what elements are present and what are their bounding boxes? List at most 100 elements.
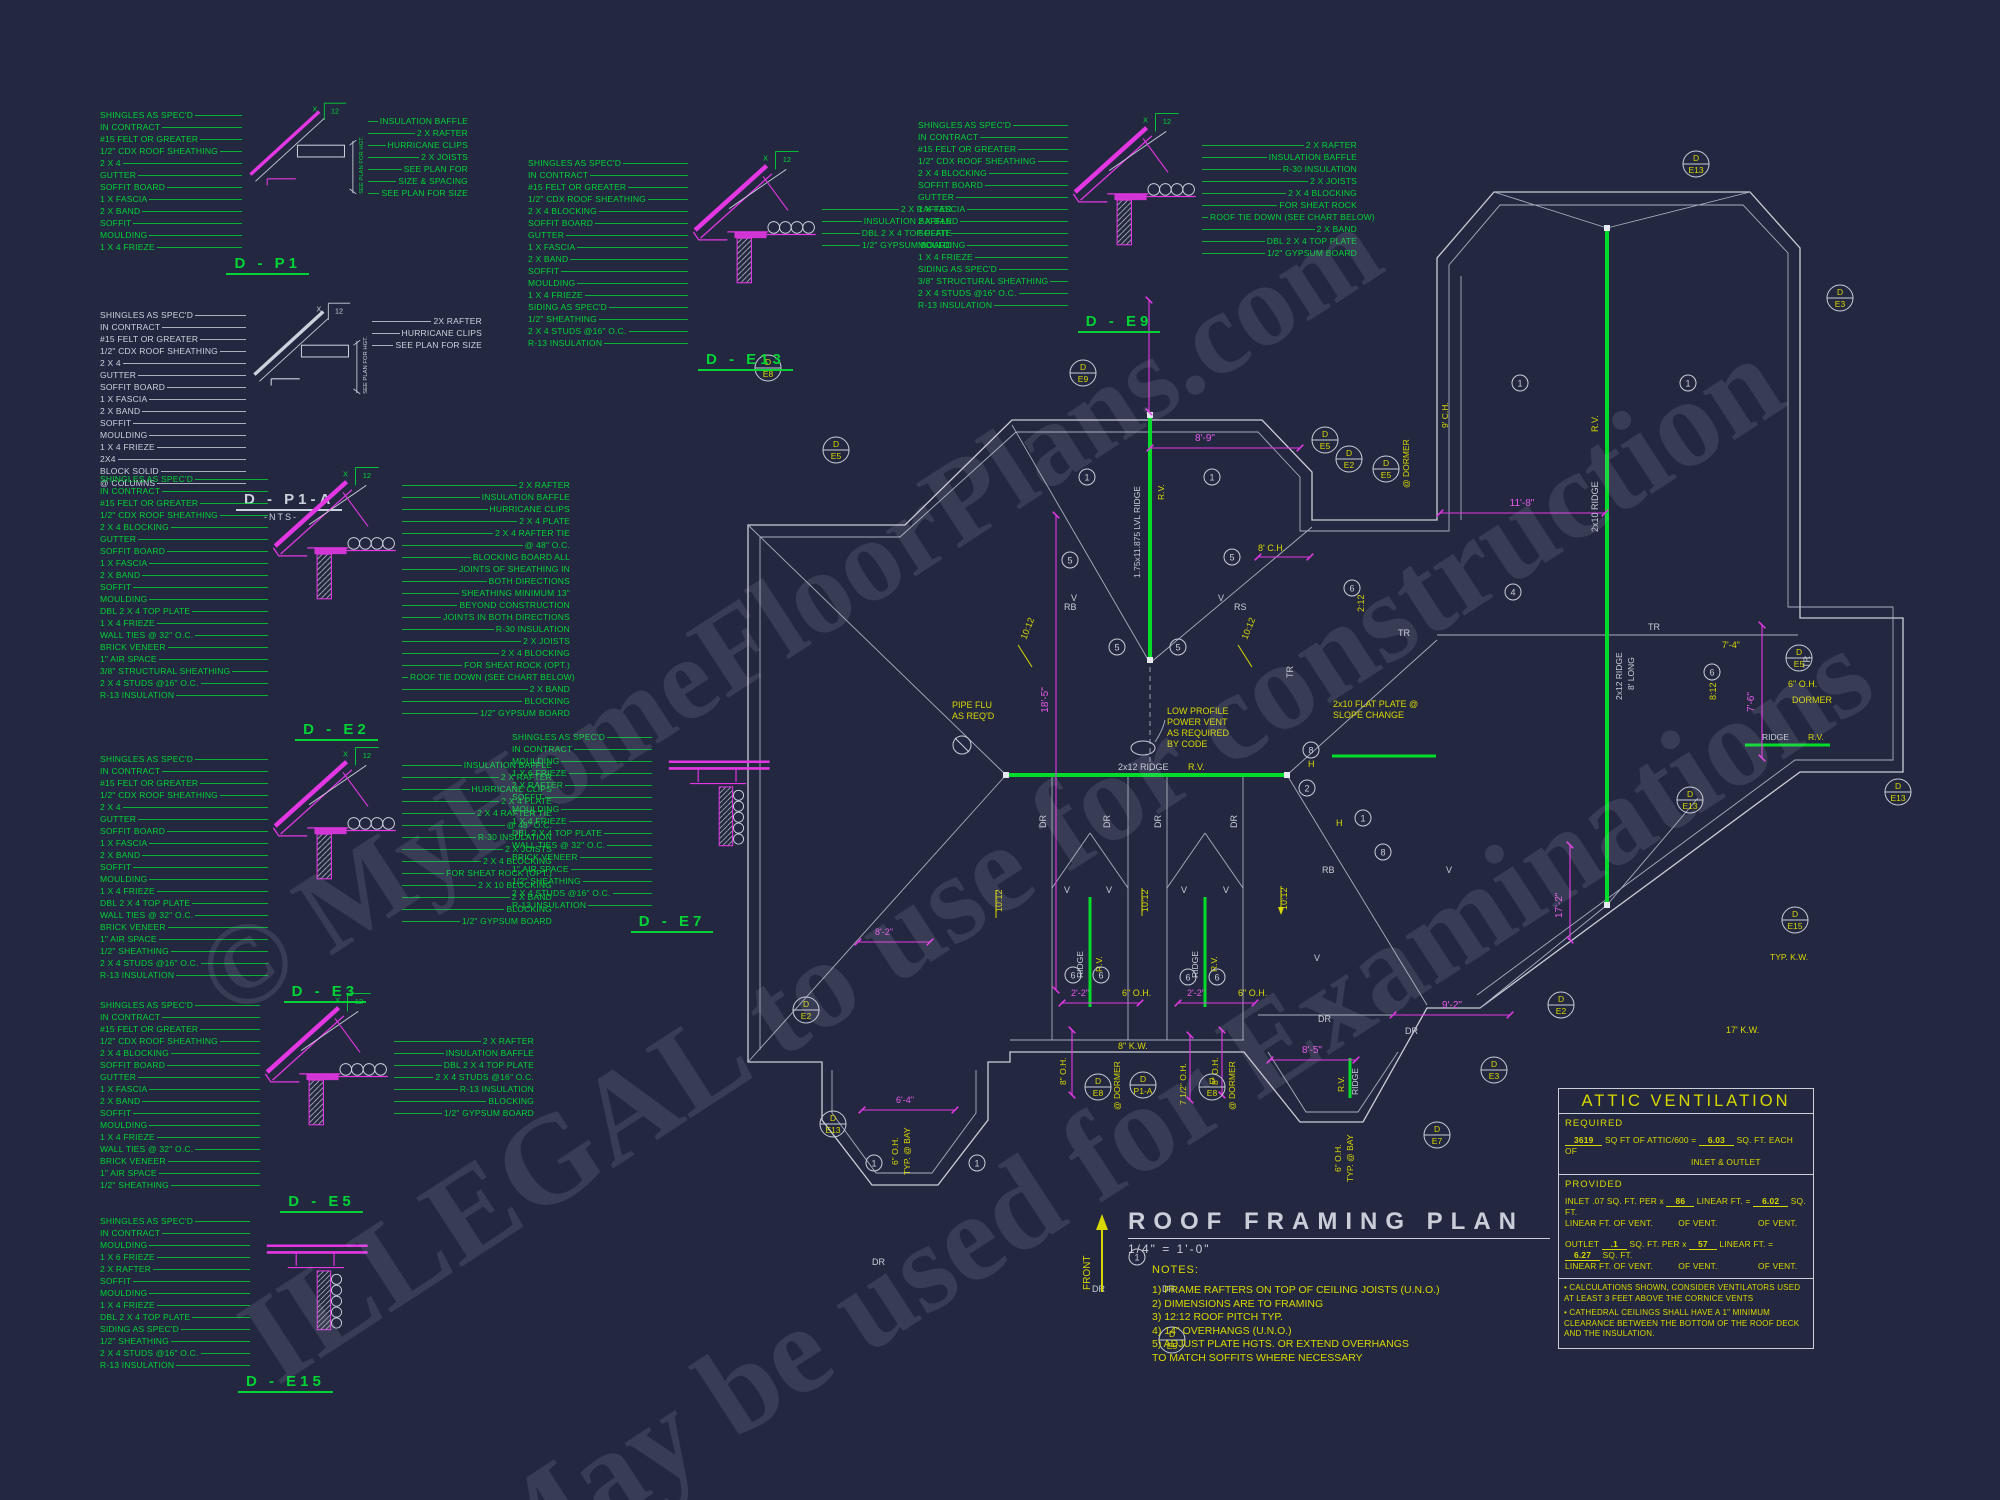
- detail-label: ROOF TIE DOWN (SEE CHART BELOW): [1202, 212, 1375, 223]
- detail-label: SOFFIT: [528, 266, 688, 277]
- svg-text:1: 1: [1209, 473, 1214, 483]
- svg-text:R.V.: R.V.: [1209, 956, 1219, 972]
- detail-label: R-30 INSULATION: [402, 624, 570, 635]
- svg-text:@ DORMER: @ DORMER: [1227, 1061, 1237, 1110]
- svg-text:@ DORMER: @ DORMER: [1112, 1061, 1122, 1110]
- detail-label: BEYOND CONSTRUCTION: [402, 600, 570, 611]
- leader-line: [402, 689, 528, 691]
- leader-line: [582, 881, 652, 883]
- svg-text:RIDGE: RIDGE: [1075, 951, 1085, 978]
- leader-line: [195, 315, 246, 317]
- leader-line: [568, 821, 652, 823]
- detail-label: 2 X 4 BLOCKING: [100, 522, 268, 533]
- inlet-units: SQ. FT.: [1565, 1196, 1809, 1217]
- svg-text:6: 6: [1709, 668, 1714, 678]
- leader-line: [951, 233, 1068, 235]
- detail-label: WALL TIES @ 32" O.C.: [100, 910, 268, 921]
- detail-label: 1/2" GYPSUM BOARD: [394, 1108, 534, 1119]
- svg-text:1: 1: [974, 1159, 979, 1169]
- svg-text:DR: DR: [1318, 1014, 1331, 1024]
- detail-label: 2 X BAND: [100, 1096, 260, 1107]
- svg-text:D: D: [1140, 1074, 1146, 1084]
- leader-line: [133, 223, 242, 225]
- detail-label: DBL 2 X 4 TOP PLATE: [822, 228, 952, 239]
- leader-line: [192, 611, 268, 613]
- table-note: • CATHEDRAL CEILINGS SHALL HAVE A 1" MIN…: [1564, 1308, 1800, 1338]
- inlet-result: 6.02: [1753, 1196, 1789, 1207]
- leader-line: [219, 151, 242, 153]
- svg-text:V: V: [1218, 593, 1224, 603]
- outlet-mid2: LINEAR FT. =: [1719, 1239, 1774, 1249]
- svg-text:8" O.H.: 8" O.H.: [1058, 1057, 1068, 1085]
- leader-line: [561, 761, 652, 763]
- svg-text:6: 6: [1214, 973, 1219, 983]
- svg-text:8" K.W.: 8" K.W.: [1118, 1041, 1148, 1051]
- svg-text:1: 1: [1685, 379, 1690, 389]
- detail-label: 1 X 4 FRIEZE: [100, 1300, 250, 1311]
- svg-text:E9: E9: [1078, 374, 1089, 384]
- detail-callout: DE3: [1826, 284, 1854, 312]
- detail-drawing: [667, 760, 771, 847]
- leader-line: [598, 319, 688, 321]
- svg-text:12: 12: [355, 997, 363, 1006]
- svg-text:E13: E13: [1890, 793, 1905, 803]
- svg-text:8' C.H.: 8' C.H.: [1258, 543, 1285, 553]
- leader-line: [170, 1053, 260, 1055]
- detail-label: HURRICANE CLIPS: [368, 140, 468, 151]
- detail-label: 2 X 4 PLATE: [402, 796, 552, 807]
- svg-text:@ DORMER: @ DORMER: [1401, 439, 1411, 488]
- leader-line: [133, 423, 246, 425]
- svg-text:E7: E7: [1432, 1136, 1443, 1146]
- detail-label: IN CONTRACT: [100, 1012, 260, 1023]
- detail-label: 2 X BAND: [1202, 224, 1357, 235]
- detail-label: 2X RAFTER: [372, 316, 482, 327]
- detail-title: D - E15: [238, 1373, 333, 1393]
- detail-label: 1/2" CDX ROOF SHEATHING: [100, 1036, 260, 1047]
- detail-label: IN CONTRACT: [100, 1228, 250, 1239]
- detail-label: IN CONTRACT: [100, 322, 246, 333]
- detail-label: #15 FELT OR GREATER: [100, 498, 268, 509]
- detail-label: SOFFIT BOARD: [528, 218, 688, 229]
- detail-label: 1/2" CDX ROOF SHEATHING: [100, 146, 242, 157]
- leader-line: [195, 115, 242, 117]
- svg-text:TYP. @ BAY: TYP. @ BAY: [1345, 1134, 1355, 1182]
- detail-label: 1" AIR SPACE: [100, 654, 268, 665]
- detail-label: SIDING AS SPEC'D: [528, 302, 688, 313]
- leader-line: [162, 1017, 260, 1019]
- svg-text:2x10 FLAT PLATE @: 2x10 FLAT PLATE @: [1333, 699, 1418, 709]
- plan-circled-numbers: 1 1 1 1 1 1 1 1 5 5 5 5 6 6 6 6 6 6 4 2 …: [865, 374, 1721, 1266]
- leader-line: [180, 1329, 250, 1331]
- leader-line: [402, 837, 476, 839]
- leader-line: [170, 951, 268, 953]
- leader-line: [402, 849, 504, 851]
- svg-text:DR: DR: [872, 1257, 885, 1267]
- leader-line: [394, 1053, 444, 1055]
- svg-text:E2: E2: [1344, 460, 1355, 470]
- required-result: 6.03: [1698, 1135, 1735, 1146]
- svg-text:X: X: [343, 749, 348, 758]
- detail-label: WALL TIES @ 32" O.C.: [512, 840, 652, 851]
- svg-text:D: D: [1095, 1076, 1101, 1086]
- detail-label: 1 X 4 FRIEZE: [100, 886, 268, 897]
- leader-line: [402, 485, 517, 487]
- detail-callout: DE8: [1084, 1073, 1112, 1101]
- svg-text:12: 12: [363, 471, 371, 480]
- detail-label: BRICK VENEER: [100, 642, 268, 653]
- svg-text:D: D: [1837, 287, 1843, 297]
- detail-label: 1 X 4 FRIEZE: [512, 816, 652, 827]
- leader-line: [402, 713, 478, 715]
- svg-text:E5: E5: [1794, 659, 1805, 669]
- detail-label: JOINTS OF SHEATHING IN: [402, 564, 570, 575]
- svg-text:9' C.H.: 9' C.H.: [1440, 402, 1450, 428]
- svg-text:1.75x11.875 LVL RIDGE: 1.75x11.875 LVL RIDGE: [1132, 486, 1142, 578]
- leader-line: [822, 221, 862, 223]
- outlet-label: OUTLET: [1565, 1239, 1600, 1249]
- svg-text:10:12: 10:12: [994, 889, 1004, 912]
- svg-text:D: D: [1796, 647, 1802, 657]
- outlet-rate: .1: [1601, 1239, 1628, 1250]
- svg-text:POWER VENT: POWER VENT: [1167, 717, 1228, 727]
- leader-line: [402, 653, 500, 655]
- detail-title: D - E5: [280, 1193, 363, 1213]
